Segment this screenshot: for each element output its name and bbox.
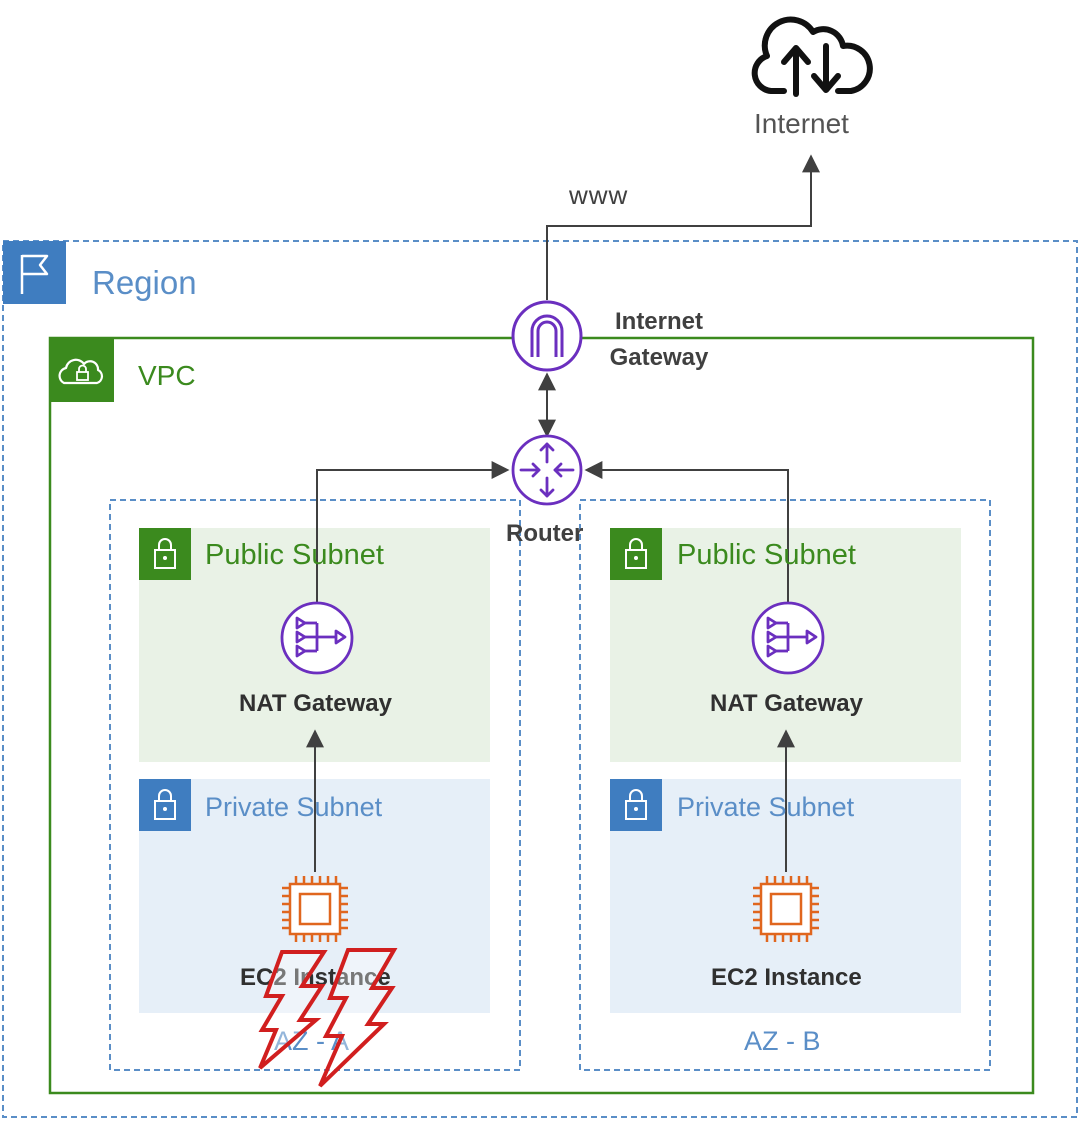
internet-label: Internet [754, 108, 849, 139]
az-b-nat-gateway-label: NAT Gateway [710, 690, 863, 717]
az-b-label: AZ - B [744, 1026, 821, 1056]
vpc-cloud-lock-icon [50, 338, 114, 402]
az-b-ec2-label: EC2 Instance [711, 964, 862, 991]
region-label: Region [92, 264, 197, 301]
az-a-nat-gateway-label: NAT Gateway [239, 690, 392, 717]
az-a-public-lock-icon [139, 528, 191, 580]
az-a-label: AZ - A [274, 1026, 350, 1056]
internet-cloud-icon [751, 16, 873, 97]
az-b-ec2-chip-icon [753, 876, 819, 942]
az-b-nat-gateway-icon [751, 601, 825, 675]
internet-gateway-label-line2: Gateway [609, 344, 709, 371]
az-a-ec2-label: EC2 Instance [240, 964, 391, 991]
router-icon [511, 434, 583, 506]
router-label: Router [506, 520, 584, 547]
nat-b-to-router-connector [584, 461, 789, 602]
az-b-private-subnet-label: Private Subnet [677, 792, 855, 822]
az-a-box [109, 499, 521, 1071]
az-a-private-subnet-label: Private Subnet [205, 792, 383, 822]
internet-gateway-label-line1: Internet [614, 308, 703, 335]
region-flag-icon [3, 241, 66, 304]
az-b-box [579, 499, 991, 1071]
az-a-public-subnet-label: Public Subnet [205, 539, 384, 571]
az-a-ec2-chip-icon [282, 876, 348, 942]
igw-to-internet-connector [546, 154, 820, 300]
nat-a-to-router-connector [316, 461, 510, 602]
az-b-private-lock-icon [610, 779, 662, 831]
az-a-private-lock-icon [139, 779, 191, 831]
region-box [2, 240, 1078, 1118]
www-label: www [569, 180, 629, 210]
internet-gateway-icon [511, 300, 583, 372]
az-a-nat-gateway-icon [280, 601, 354, 675]
vpc-label: VPC [138, 360, 196, 391]
az-b-public-subnet-label: Public Subnet [677, 539, 856, 571]
az-b-public-lock-icon [610, 528, 662, 580]
internet-gateway-label: Internet Gateway [604, 304, 714, 376]
